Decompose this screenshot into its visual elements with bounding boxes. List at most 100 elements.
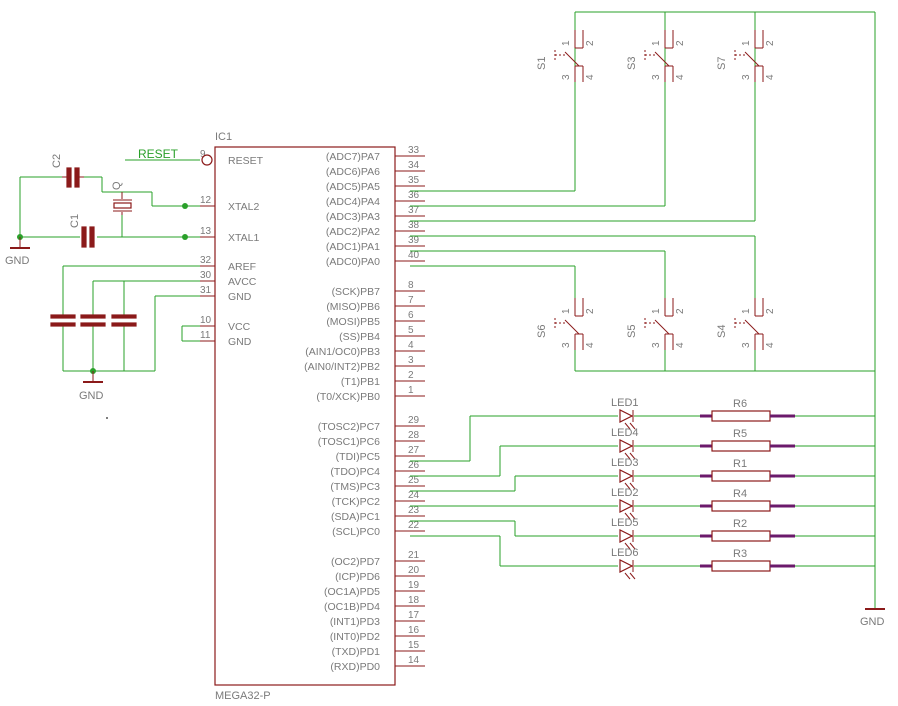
pin-number: 29: [408, 415, 420, 426]
switch-pin-4: 4: [675, 342, 686, 348]
ic-right-pin: 18(OC1B)PD4: [324, 595, 425, 613]
pin-label: (ADC7)PA7: [326, 151, 380, 163]
pin-label: XTAL2: [228, 201, 259, 213]
pin-label: (TDI)PC5: [336, 451, 380, 463]
led-label: LED6: [611, 547, 639, 559]
switch-pin-1: 1: [741, 40, 752, 46]
pin-label: (SS)PB4: [339, 331, 380, 343]
switch-label: S1: [536, 57, 548, 70]
capacitor-c2: C2: [51, 154, 84, 188]
pin-number: 40: [408, 250, 420, 261]
switch-pin-2: 2: [765, 40, 776, 46]
pin-label: (T1)PB1: [341, 376, 380, 388]
switch-label: S4: [716, 325, 728, 338]
pin-label: (RXD)PD0: [330, 661, 380, 673]
junction-xtal1: [182, 234, 188, 240]
pin-label: (TOSC1)PC6: [318, 436, 380, 448]
pin-number: 12: [200, 195, 212, 206]
switch-label: S3: [626, 57, 638, 70]
ic-right-pin: 14(RXD)PD0: [330, 655, 425, 673]
ic-right-pin: 2 (T1)PB1: [341, 370, 425, 388]
pin-number: 5: [408, 325, 414, 336]
ic-right-pin: 37(ADC3)PA3: [326, 205, 425, 223]
pin-number: 27: [408, 445, 420, 456]
pin-label: (TMS)PC3: [330, 481, 380, 493]
ic-right-pin: 8(SCK)PB7: [332, 280, 425, 298]
ic-right-pin: 38(ADC2)PA2: [326, 220, 425, 238]
crystal-q: Q: [111, 181, 132, 215]
c1-label: C1: [69, 214, 81, 228]
reset-net-label: RESET: [138, 147, 179, 161]
capacitor-c1: C1: [69, 214, 95, 248]
pin-number: 2: [408, 370, 414, 381]
pin-number: 11: [200, 330, 211, 341]
pin-label: (OC1A)PD5: [324, 586, 380, 598]
ic-right-pin: 16(INT0)PD2: [330, 625, 425, 643]
resistor-r6: R6: [700, 398, 795, 422]
ic-left-pins: 9RESET12XTAL213XTAL132AREF30AVCC31GND10V…: [185, 149, 264, 348]
pin-label: (AIN0/INT2)PB2: [304, 361, 380, 373]
ic-right-pin: 27 (TDI)PC5: [336, 445, 425, 463]
resistor-label: R6: [733, 398, 747, 410]
resistor-label: R4: [733, 488, 747, 500]
pin-label: (ADC6)PA6: [326, 166, 380, 178]
gnd-label-left-top: GND: [5, 255, 30, 267]
ic-right-pin: 22(SCL)PC0: [332, 520, 425, 538]
led-led4: LED4: [611, 427, 639, 460]
pin-number: 22: [408, 520, 420, 531]
resistor-label: R2: [733, 518, 747, 530]
pin-number: 9: [200, 149, 206, 160]
pin-label: VCC: [228, 321, 251, 333]
pin-number: 1: [408, 385, 414, 396]
ic-right-pin: 19(OC1A)PD5: [324, 580, 425, 598]
switch-label: S5: [626, 325, 638, 338]
pin-number: 6: [408, 310, 414, 321]
led-label: LED3: [611, 457, 639, 469]
pin-label: (OC2)PD7: [331, 556, 380, 568]
stray-dot: [106, 417, 108, 419]
ic-right-pin: 23(SDA)PC1: [331, 505, 425, 523]
gnd-symbol-left-top: GND: [5, 237, 30, 267]
junction-xtal2: [182, 203, 188, 209]
switch-pin-2: 2: [675, 308, 686, 314]
pin-number: 3: [408, 355, 414, 366]
switch-pin-4: 4: [765, 74, 776, 80]
gnd-label-left-bottom: GND: [79, 390, 104, 402]
led-resistor-wires: [634, 415, 875, 567]
ic-right-pin: 5 (SS)PB4: [339, 325, 425, 343]
pin-number: 24: [408, 490, 420, 501]
switch-pin-2: 2: [765, 308, 776, 314]
resistor-r4: R4: [700, 488, 795, 512]
pin-number: 21: [408, 550, 420, 561]
led-led5: LED5: [611, 517, 639, 550]
junctions: [17, 203, 188, 374]
ic-right-pin: 40(ADC0)PA0: [326, 250, 425, 268]
pin-label: (OC1B)PD4: [324, 601, 380, 613]
ic-right-pin: 21 (OC2)PD7: [331, 550, 425, 568]
pin-label: AVCC: [228, 276, 257, 288]
ic-right-pin: 34 (ADC6)PA6: [326, 160, 425, 178]
switch-pin-2: 2: [585, 40, 596, 46]
gnd-symbol-right: GND: [860, 608, 885, 628]
led-label: LED1: [611, 397, 639, 409]
pin-label: GND: [228, 291, 252, 303]
switch-pin-2: 2: [675, 40, 686, 46]
pin-label: AREF: [228, 261, 256, 273]
ic-right-pin: 7(MISO)PB6: [326, 295, 425, 313]
resistor-label: R5: [733, 428, 747, 440]
switch-pin-3: 3: [741, 342, 752, 348]
ic-right-pin: 20(ICP)PD6: [335, 565, 425, 583]
resistor-r5: R5: [700, 428, 795, 452]
pin-number: 26: [408, 460, 420, 471]
pin-number: 34: [408, 160, 420, 171]
pin-number: 38: [408, 220, 420, 231]
led-led6: LED6: [611, 547, 639, 580]
ic-right-pin: 33(ADC7)PA7: [326, 145, 425, 163]
led-led1: LED1: [611, 397, 639, 430]
pin-number: 7: [408, 295, 414, 306]
